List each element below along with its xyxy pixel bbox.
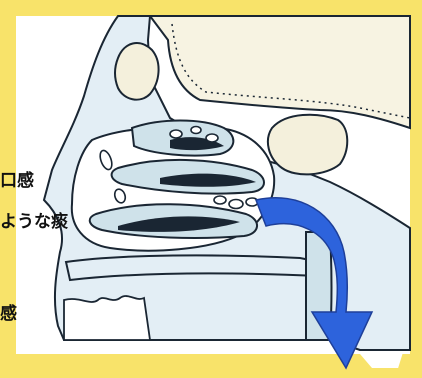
yellow-frame-top — [0, 0, 422, 16]
side-label-3: 感 — [0, 304, 17, 324]
side-label-2: ような痰 — [0, 212, 68, 232]
side-label-1: 口感 — [0, 171, 34, 191]
yellow-frame-right — [410, 0, 422, 378]
sphenoid-sinus — [268, 115, 347, 175]
frontal-sinus — [115, 43, 159, 100]
teeth-outline — [64, 296, 150, 340]
